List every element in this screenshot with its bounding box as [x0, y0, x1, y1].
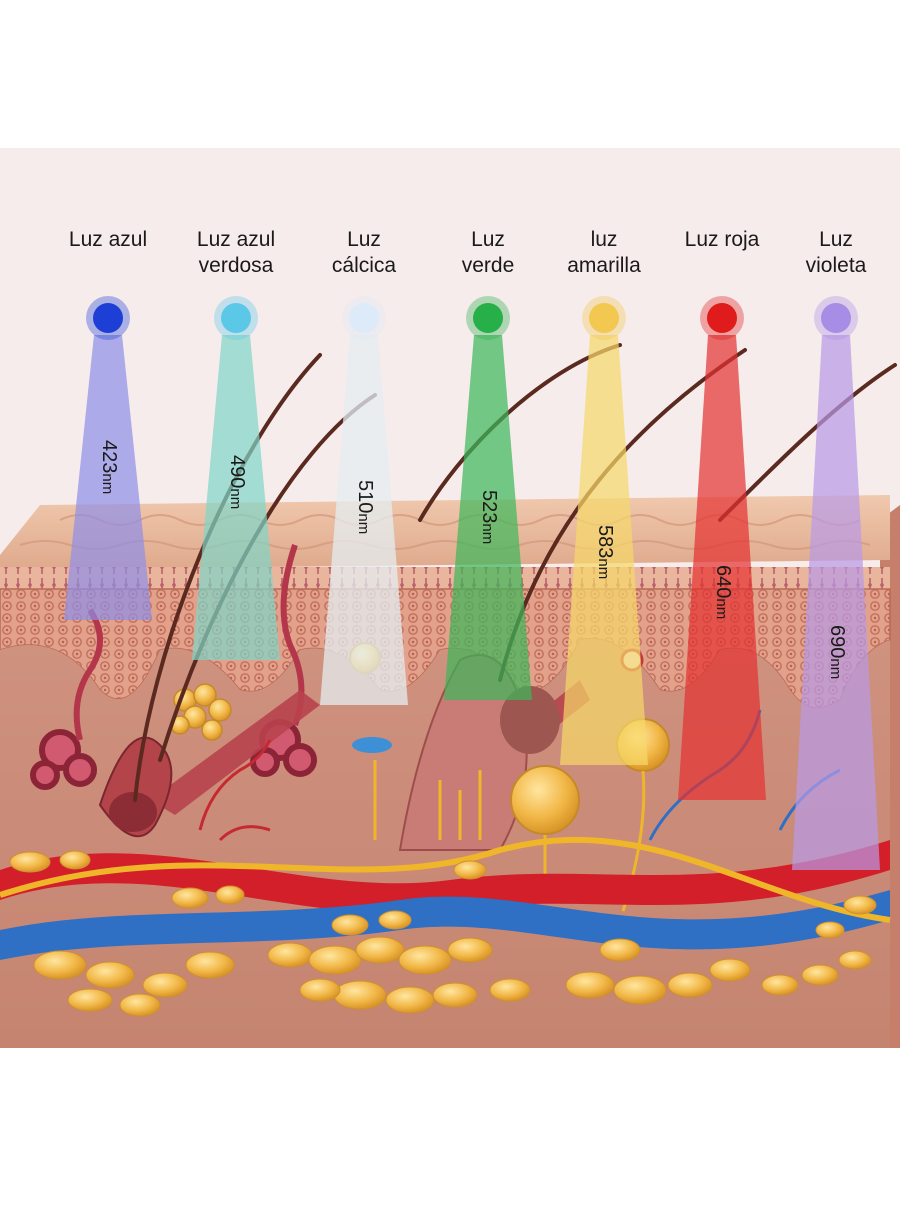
light-label: Luz roja: [662, 227, 782, 253]
light-source-dot: [821, 303, 851, 333]
wavelength-label: 640nm: [711, 565, 734, 619]
wavelength-unit: nm: [827, 658, 844, 679]
fat-cell: [399, 946, 451, 974]
fat-cell: [68, 989, 112, 1011]
fat-cell: [802, 965, 838, 985]
fat-cell: [454, 861, 486, 879]
fat-cell: [34, 951, 86, 979]
fat-cell: [839, 951, 871, 969]
fat-cell: [143, 973, 187, 997]
light-label-line: violeta: [776, 253, 896, 279]
wavelength-unit: nm: [227, 488, 244, 509]
light-label: Luz azul: [48, 227, 168, 253]
fat-cell: [10, 852, 50, 872]
wavelength-value: 423: [98, 440, 120, 473]
wavelength-value: 583: [594, 525, 616, 558]
fat-cell: [668, 973, 712, 997]
wavelength-unit: nm: [713, 598, 730, 619]
light-source-dot: [473, 303, 503, 333]
fat-cell: [710, 959, 750, 981]
light-source-dot: [707, 303, 737, 333]
wavelength-label: 490nm: [225, 455, 248, 509]
fat-cell: [216, 886, 244, 904]
wavelength-label: 523nm: [477, 490, 500, 544]
light-source-dot: [349, 303, 379, 333]
light-source-dot: [93, 303, 123, 333]
wavelength-unit: nm: [355, 513, 372, 534]
fat-cell: [448, 938, 492, 962]
light-label-line: Luz azul: [176, 227, 296, 253]
light-label-line: Luz azul: [48, 227, 168, 253]
light-label-line: Luz: [428, 227, 548, 253]
fat-cell: [86, 962, 134, 988]
light-label-line: Luz: [776, 227, 896, 253]
light-label-line: amarilla: [544, 253, 664, 279]
wavelength-value: 690: [826, 625, 848, 658]
light-source-dot: [589, 303, 619, 333]
fat-cell: [300, 979, 340, 1001]
light-label-line: verde: [428, 253, 548, 279]
wavelength-label: 423nm: [97, 440, 120, 494]
fat-cell: [379, 911, 411, 929]
fat-cell: [268, 943, 312, 967]
fat-cell: [614, 976, 666, 1004]
light-label-line: verdosa: [176, 253, 296, 279]
fat-cell: [356, 937, 404, 963]
fat-cell: [844, 896, 876, 914]
fat-cell: [186, 952, 234, 978]
fat-cell: [332, 915, 368, 935]
fat-cell: [490, 979, 530, 1001]
wavelength-unit: nm: [595, 558, 612, 579]
light-label-line: cálcica: [304, 253, 424, 279]
wavelength-value: 523: [478, 490, 500, 523]
fat-cell: [120, 994, 160, 1016]
wavelength-label: 510nm: [353, 480, 376, 534]
light-label-line: Luz: [304, 227, 424, 253]
fat-cell: [386, 987, 434, 1013]
fat-cell: [762, 975, 798, 995]
fat-cell: [600, 939, 640, 961]
fat-cell: [309, 946, 361, 974]
light-label-line: luz: [544, 227, 664, 253]
wavelength-value: 510: [354, 480, 376, 513]
fat-cell: [816, 922, 844, 938]
wavelength-value: 640: [712, 565, 734, 598]
light-label-line: Luz roja: [662, 227, 782, 253]
fat-cell: [334, 981, 386, 1009]
fat-cell: [60, 851, 90, 869]
fat-cell: [433, 983, 477, 1007]
fat-cell: [566, 972, 614, 998]
wavelength-unit: nm: [479, 523, 496, 544]
wavelength-label: 690nm: [825, 625, 848, 679]
wavelength-label: 583nm: [593, 525, 616, 579]
light-source-dot: [221, 303, 251, 333]
wavelength-unit: nm: [99, 473, 116, 494]
wavelength-value: 490: [226, 455, 248, 488]
fat-cell: [172, 888, 208, 908]
